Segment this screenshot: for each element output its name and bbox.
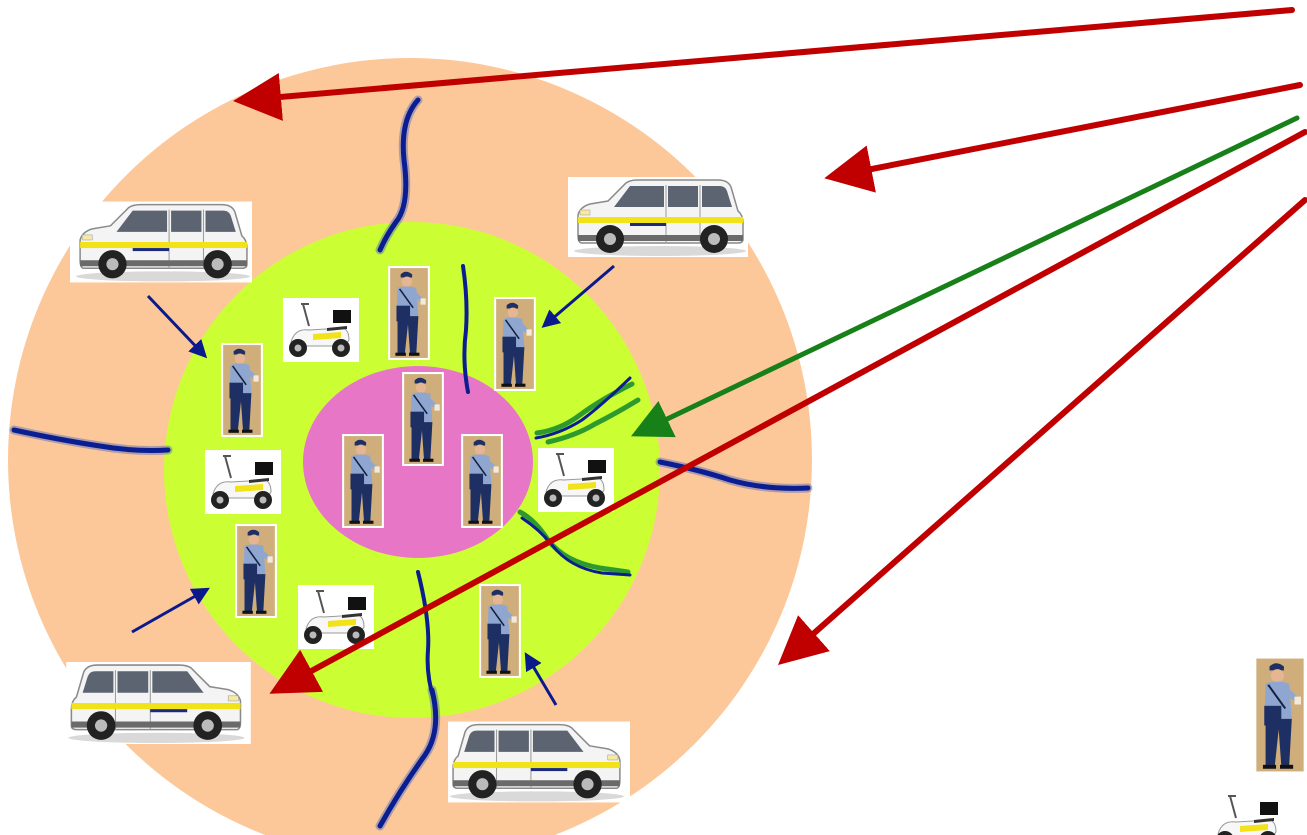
postman-icon xyxy=(494,297,536,391)
postal-van-icon xyxy=(70,200,252,284)
postman-icon xyxy=(478,584,522,678)
long-arrows xyxy=(233,7,1307,694)
boundary-line-top xyxy=(377,97,421,253)
postal-scooter-icon xyxy=(298,585,374,649)
boundary-line-middle-bottom xyxy=(416,570,436,702)
postman-icon xyxy=(461,434,503,528)
postman-icon xyxy=(221,343,263,437)
blue-arrow-van-bottomright xyxy=(524,652,558,706)
postal-van-icon xyxy=(65,662,252,744)
boundary-line-left xyxy=(11,427,171,453)
postman-icon xyxy=(342,434,384,528)
postman-icon xyxy=(234,524,278,618)
postman-icon xyxy=(1252,656,1307,774)
blue-arrow-van-topright xyxy=(541,264,615,328)
postal-van-icon xyxy=(568,176,748,258)
blue-arrow-van-topleft xyxy=(146,294,208,359)
boundary-line-green-upper-b xyxy=(545,397,641,445)
blue-arrows xyxy=(131,264,615,706)
red-arrow-to-outer-top xyxy=(233,7,1295,121)
boundary-line-bottom xyxy=(377,687,439,829)
postal-scooter-icon xyxy=(1210,790,1286,835)
boundary-line-middle-top xyxy=(461,264,470,394)
blue-arrow-van-bottomleft xyxy=(131,587,210,634)
postal-scooter-icon xyxy=(538,448,614,512)
boundary-line-blue-lower xyxy=(520,516,632,577)
red-arrow-to-outer-bottom xyxy=(778,197,1307,665)
postman-icon xyxy=(402,372,444,466)
red-arrow-to-van-bottomleft xyxy=(269,129,1307,694)
green-arrow-to-middle-zone xyxy=(630,115,1300,438)
red-arrow-to-outer-right xyxy=(824,82,1303,193)
postman-icon xyxy=(388,266,430,360)
boundary-line-blue-upper-a xyxy=(534,376,632,440)
postal-scooter-icon xyxy=(283,298,359,362)
postal-van-icon xyxy=(448,720,630,804)
postal-scooter-icon xyxy=(205,450,281,514)
middle-zone-boundaries xyxy=(416,264,641,702)
